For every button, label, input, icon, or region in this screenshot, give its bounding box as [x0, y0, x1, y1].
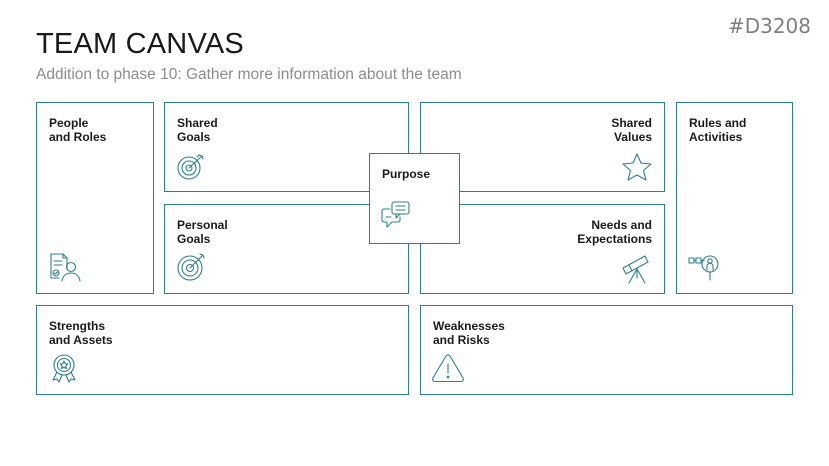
person-flags-icon [687, 252, 721, 282]
award-icon [48, 352, 80, 384]
people-and-roles-label: People and Roles [49, 116, 107, 144]
shared-values-box [420, 102, 665, 192]
purpose-label: Purpose [382, 167, 431, 181]
target-icon [176, 252, 208, 282]
speech-bubbles-icon [380, 200, 412, 230]
strengths-and-assets-label: Strengths and Assets [49, 319, 113, 347]
people-and-roles-box [36, 102, 154, 294]
star-icon [621, 152, 653, 182]
page-subtitle: Addition to phase 10: Gather more inform… [36, 66, 462, 83]
personal-goals-box [164, 204, 409, 294]
purpose-box [369, 153, 460, 244]
rules-and-activities-box [676, 102, 793, 294]
warning-icon [431, 352, 465, 384]
shared-goals-box [164, 102, 409, 192]
target-icon [176, 152, 208, 182]
needs-and-expectations-box [420, 204, 665, 294]
personal-goals-label: Personal Goals [177, 218, 228, 246]
weaknesses-and-risks-box [420, 305, 793, 395]
people-document-icon [49, 252, 81, 282]
telescope-icon [619, 252, 655, 284]
slide-code: #D3208 [727, 14, 811, 38]
needs-and-expectations-label: Needs and Expectations [577, 218, 652, 246]
rules-and-activities-label: Rules and Activities [689, 116, 747, 144]
page-title: TEAM CANVAS [36, 28, 244, 60]
strengths-and-assets-box [36, 305, 409, 395]
shared-values-label: Shared Values [611, 116, 652, 144]
weaknesses-and-risks-label: Weaknesses and Risks [433, 319, 505, 347]
shared-goals-label: Shared Goals [177, 116, 218, 144]
